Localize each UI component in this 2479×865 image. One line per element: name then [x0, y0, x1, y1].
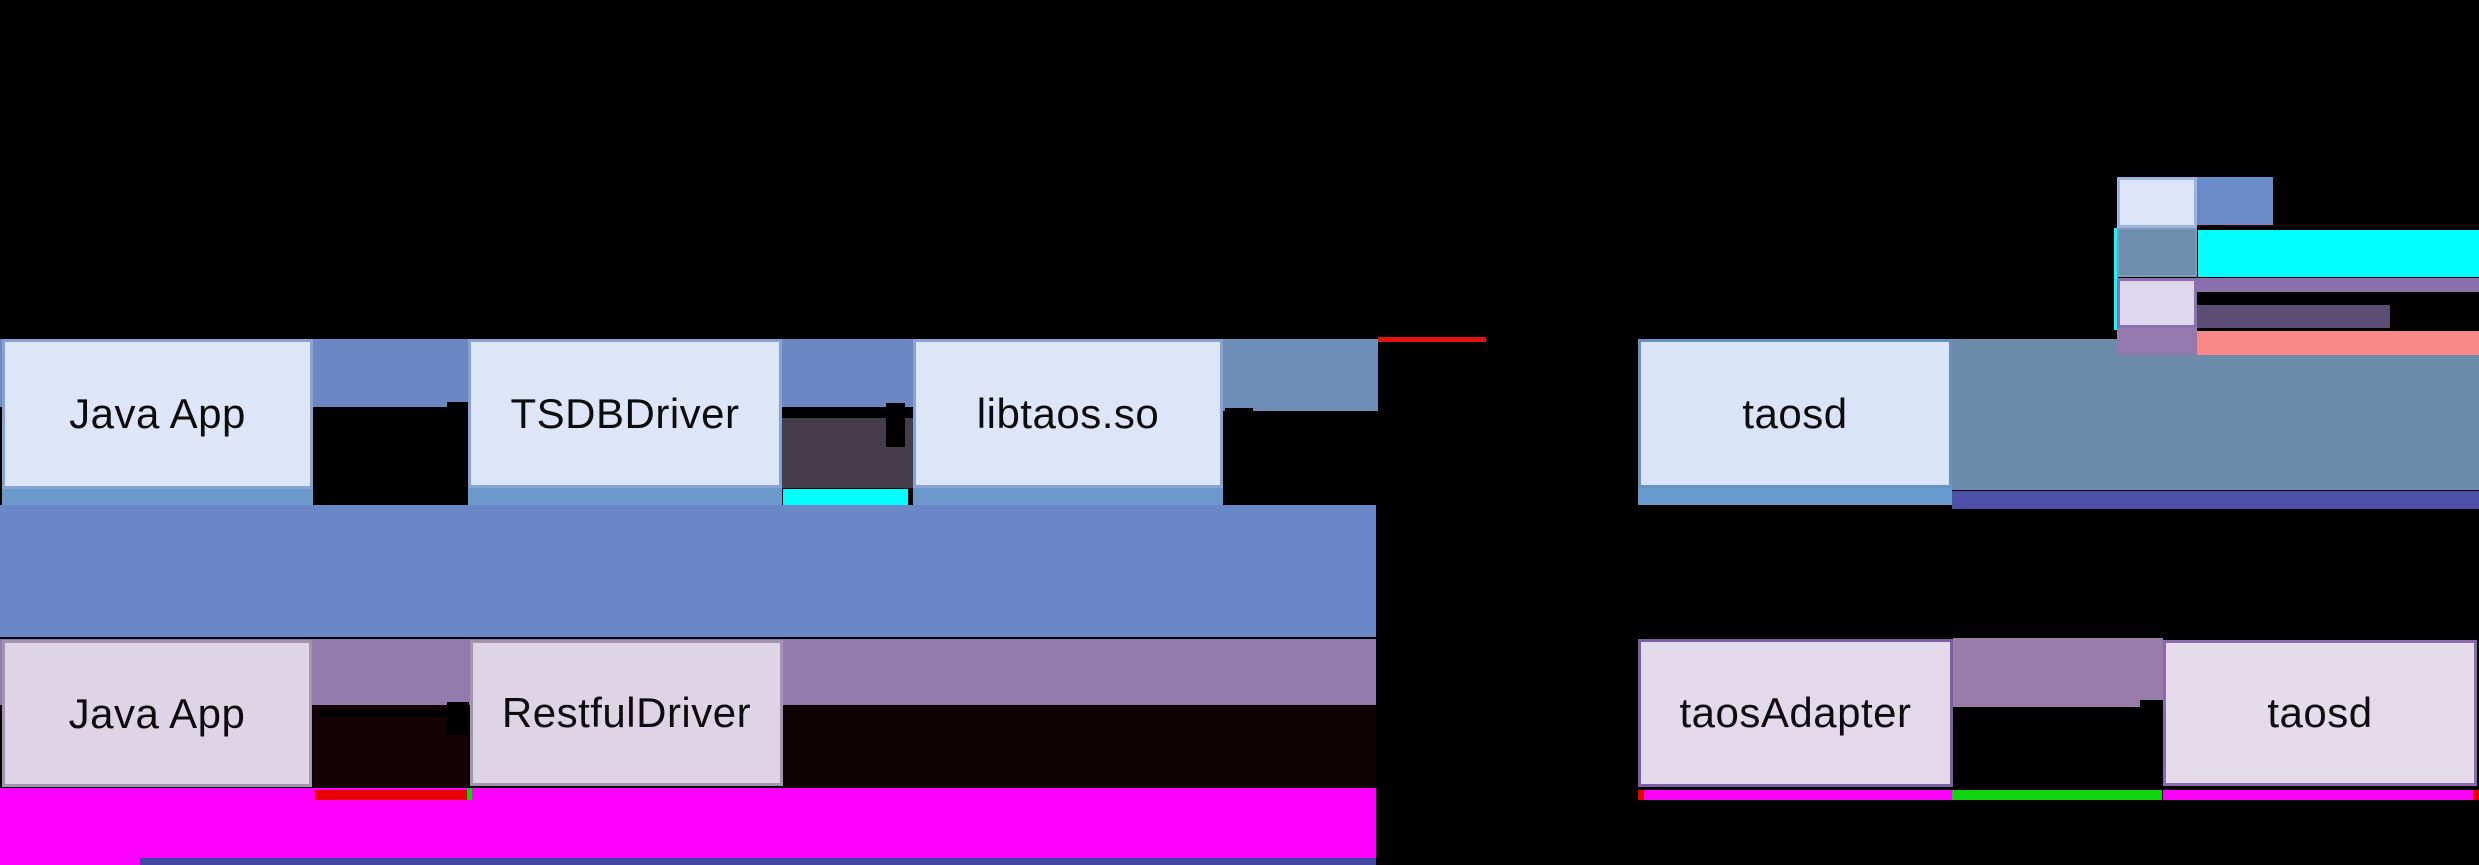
tsdbdriver-box: TSDBDriver	[468, 339, 782, 488]
arrow-javaapp-to-restfuldriver	[320, 710, 447, 717]
tsdbdriver-label: TSDBDriver	[510, 389, 740, 437]
rest-right-dark-area	[783, 705, 1376, 788]
taosd-jni-label: taosd	[1742, 389, 1848, 437]
red-glitch-line	[1378, 337, 1486, 342]
right-steel-region	[1952, 339, 2479, 490]
arrowhead-restfuldriver	[447, 702, 469, 735]
libtaos-label: libtaos.so	[976, 389, 1160, 437]
green-strip-right	[1952, 790, 2162, 800]
legend-swatch-steel-blue	[2117, 228, 2197, 277]
legend-swatch-lavender	[2117, 278, 2197, 328]
right-purple-band	[1953, 638, 2163, 707]
legend-band-blue	[2197, 177, 2273, 225]
arrowhead-taosd-jni	[1628, 406, 1638, 420]
java-app-jni-label: Java App	[69, 390, 246, 437]
legend-band-purple	[2197, 278, 2479, 292]
java-app-jni-box: Java App	[2, 339, 313, 489]
magenta-strip-under-taosadapter	[1644, 790, 1952, 800]
arrowhead-libtaos	[886, 403, 905, 447]
legend-band-cyan	[2198, 230, 2479, 277]
left-magenta-band	[0, 788, 1376, 865]
bottom-indigo-strip	[140, 858, 1376, 865]
red-strip-rest-gap	[315, 790, 467, 800]
red-tick-right	[2473, 790, 2479, 800]
strip-under-libtaos	[913, 488, 1223, 505]
magenta-strip-under-taosd-rest	[2163, 790, 2473, 800]
strip-under-taosd-jni	[1638, 488, 1952, 505]
legend-swatch-purple	[2117, 328, 2197, 355]
legend-dark-wedge	[2197, 305, 2390, 328]
green-tick	[467, 788, 472, 800]
legend-band-salmon	[2197, 331, 2479, 355]
taosadapter-label: taosAdapter	[1679, 689, 1912, 736]
taosd-rest-label: taosd	[2267, 689, 2373, 736]
red-tick-left	[1638, 790, 1644, 800]
taosd-jni-box: taosd	[1638, 339, 1952, 488]
legend-swatch-light-blue	[2117, 177, 2197, 228]
cyan-strip	[783, 489, 908, 505]
legend-cyan-sliver	[2114, 228, 2118, 330]
arrowhead-taosd-rest	[2140, 700, 2163, 733]
arrow-libtaos-to-taosd-start	[1225, 408, 1253, 414]
left-middle-blue-band	[0, 505, 1376, 637]
strip-under-java-app	[2, 488, 313, 505]
java-app-rest-box: Java App	[2, 640, 312, 787]
arrow-tsdbdriver-to-libtaos	[786, 411, 886, 416]
restfuldriver-box: RestfulDriver	[470, 640, 783, 786]
arrow-javaapp-to-tsdbdriver	[322, 408, 448, 414]
right-indigo-band	[1952, 491, 2479, 509]
taosadapter-box: taosAdapter	[1638, 639, 1953, 787]
arrowhead-tsdbdriver	[447, 402, 468, 422]
taosd-rest-box: taosd	[2163, 640, 2477, 786]
rest-gap1-dark-area	[313, 705, 468, 788]
jni-row-steel-band-segment	[1223, 339, 1378, 411]
restfuldriver-label: RestfulDriver	[501, 689, 752, 736]
java-app-rest-label: Java App	[68, 689, 246, 737]
strip-under-tsdbdriver	[468, 488, 782, 505]
libtaos-box: libtaos.so	[913, 339, 1223, 488]
